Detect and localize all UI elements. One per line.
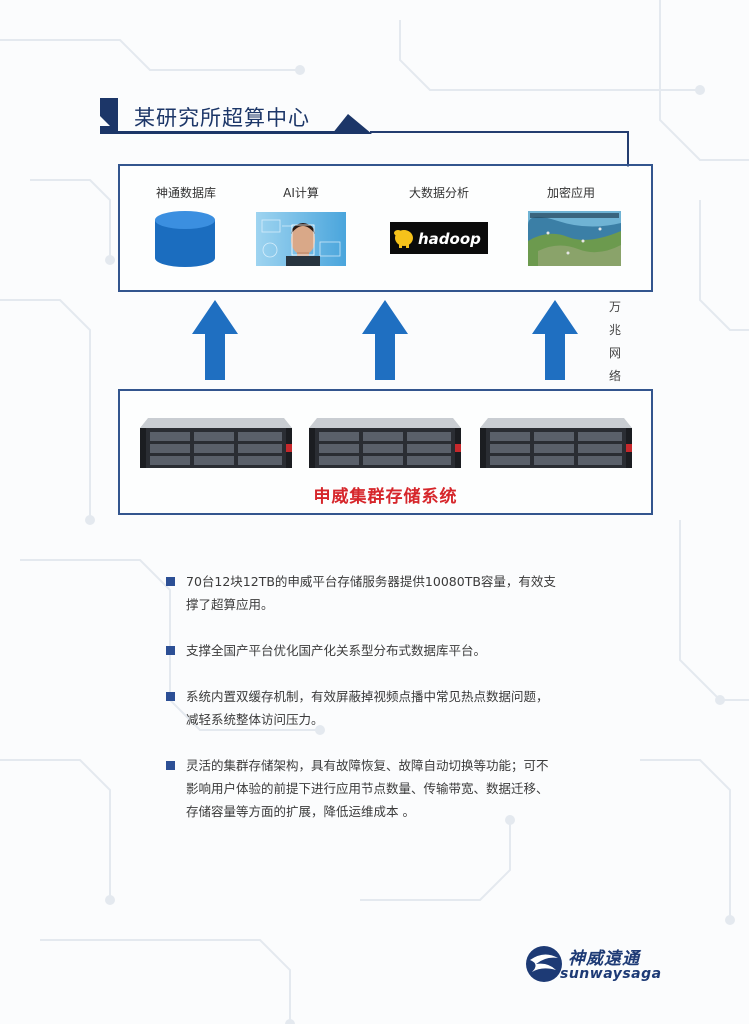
network-label-char: 网 (608, 346, 621, 360)
title-divider-corner (627, 131, 629, 167)
title-divider-line (370, 131, 628, 133)
upload-arrow-3 (532, 300, 578, 380)
list-item-line: 灵活的集群存储架构，具有故障恢复、故障自动切换等功能；可不 (186, 758, 549, 773)
swirl-logo-icon (526, 946, 562, 982)
bullet-square-icon (166, 646, 175, 655)
storage-server-3 (480, 418, 632, 468)
list-item: 70台12块12TB的申威平台存储服务器提供10080TB容量，有效支 撑了超算… (166, 570, 636, 616)
list-item: 灵活的集群存储架构，具有故障恢复、故障自动切换等功能；可不 影响用户体验的前提下… (166, 754, 636, 823)
map-screenshot-image (528, 211, 621, 266)
list-item-line: 支撑全国产平台优化国产化关系型分布式数据库平台。 (186, 643, 487, 658)
upload-arrow-1 (192, 300, 238, 380)
upload-arrow-2 (362, 300, 408, 380)
network-label-char: 兆 (608, 323, 621, 337)
list-item-line: 70台12块12TB的申威平台存储服务器提供10080TB容量，有效支 (186, 574, 556, 589)
app-label-database: 神通数据库 (155, 186, 216, 200)
list-item-line: 撑了超算应用。 (186, 597, 274, 612)
feature-list: 70台12块12TB的申威平台存储服务器提供10080TB容量，有效支 撑了超算… (166, 570, 636, 846)
list-item-line: 减轻系统整体访问压力。 (186, 712, 324, 727)
storage-server-2 (309, 418, 461, 468)
page-title: 某研究所超算中心 (134, 106, 310, 130)
bullet-square-icon (166, 692, 175, 701)
title-banner-shape (100, 98, 372, 134)
bullet-square-icon (166, 577, 175, 586)
network-label-char: 络 (608, 369, 621, 383)
database-cylinder-icon (155, 211, 215, 267)
app-label-bigdata: 大数据分析 (408, 186, 469, 200)
hadoop-logo-text: hadoop (418, 230, 481, 248)
title-banner: 某研究所超算中心 (100, 98, 372, 134)
storage-server-1 (140, 418, 292, 468)
list-item-line: 影响用户体验的前提下进行应用节点数量、传输带宽、数据迁移、 (186, 781, 549, 796)
network-label-char: 万 (608, 300, 621, 314)
hadoop-logo: hadoop (390, 222, 488, 254)
company-logo: 神威遠通 sunwaysaga (524, 942, 674, 988)
list-item-line: 系统内置双缓存机制，有效屏蔽掉视频点播中常见热点数据问题， (186, 689, 549, 704)
logo-english-text: sunwaysaga (560, 966, 662, 982)
network-label: 万 兆 网 络 (606, 296, 624, 388)
list-item: 支撑全国产平台优化国产化关系型分布式数据库平台。 (166, 639, 636, 662)
app-label-ai: AI计算 (283, 186, 319, 200)
app-label-encryption: 加密应用 (546, 186, 595, 200)
list-item-line: 存储容量等方面的扩展，降低运维成本 。 (186, 804, 415, 819)
bullet-square-icon (166, 761, 175, 770)
logo-chinese-text: 神威遠通 (568, 949, 640, 969)
face-recognition-image (256, 212, 346, 266)
list-item: 系统内置双缓存机制，有效屏蔽掉视频点播中常见热点数据问题， 减轻系统整体访问压力… (166, 685, 636, 731)
storage-system-label: 申威集群存储系统 (313, 487, 458, 507)
